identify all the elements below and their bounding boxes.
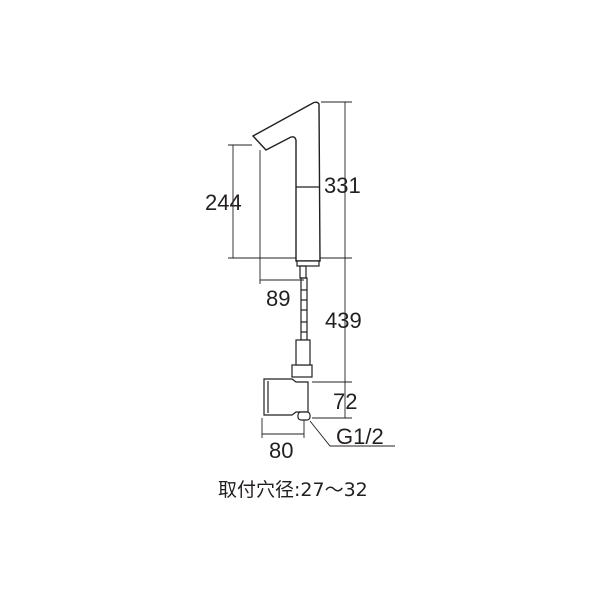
faucet-outline [251, 101, 321, 421]
dim-439: 439 [325, 308, 362, 333]
dim-g12: G1/2 [336, 424, 384, 449]
dim-244: 244 [205, 190, 242, 215]
dim-80: 80 [269, 438, 293, 463]
dim-72: 72 [333, 389, 357, 414]
dim-331: 331 [324, 173, 361, 198]
mounting-hole-note: 取付穴径:27～32 [218, 479, 368, 501]
dim-89: 89 [266, 286, 290, 311]
dimension-lines [228, 101, 395, 447]
